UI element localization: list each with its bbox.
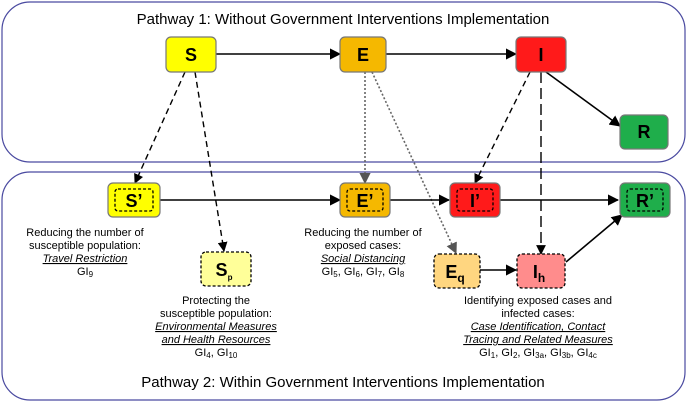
svg-text:Eq: Eq [445, 262, 464, 285]
pathway2-title: Pathway 2: Within Government Interventio… [141, 374, 545, 391]
svg-text:E’: E’ [356, 191, 373, 211]
svg-text:S’: S’ [125, 191, 142, 211]
svg-text:Identifying exposed cases and: Identifying exposed cases and [464, 295, 612, 307]
arrow-ih-rprime [565, 214, 623, 263]
svg-text:susceptible population:: susceptible population: [29, 240, 141, 252]
svg-text:susceptible population:: susceptible population: [160, 308, 272, 320]
caption-case-identification: Identifying exposed cases and infected c… [463, 295, 613, 360]
caption-social-distancing: Reducing the number of exposed cases: So… [304, 227, 422, 279]
pathway2-frame [1, 171, 686, 401]
caption-travel-restriction: Reducing the number of susceptible popul… [26, 227, 144, 279]
svg-text:Reducing the number of: Reducing the number of [26, 227, 144, 239]
svg-text:I’: I’ [470, 191, 480, 211]
svg-text:GI9: GI9 [77, 266, 94, 279]
node-s-prime: S’ [107, 182, 161, 218]
svg-text:Reducing the number of: Reducing the number of [304, 227, 422, 239]
node-r: R [619, 114, 669, 150]
arrow-i-r [545, 71, 621, 127]
svg-text:Social Distancing: Social Distancing [321, 253, 406, 265]
svg-text:and Health Resources: and Health Resources [162, 334, 271, 346]
svg-text:GI4, GI10: GI4, GI10 [195, 347, 238, 360]
node-e: E [339, 36, 387, 73]
svg-text:infected cases:: infected cases: [501, 308, 574, 320]
svg-text:I: I [538, 45, 543, 65]
node-i: I [515, 36, 567, 73]
node-sp: Sp [200, 251, 252, 287]
node-ih: Ih [516, 253, 566, 289]
svg-text:exposed cases:: exposed cases: [325, 240, 401, 252]
node-eq: Eq [433, 253, 481, 289]
svg-text:Protecting the: Protecting the [182, 295, 250, 307]
svg-text:Case Identification, Contact: Case Identification, Contact [471, 321, 606, 333]
svg-text:Tracing and Related Measures: Tracing and Related Measures [463, 334, 613, 346]
node-s: S [165, 36, 217, 73]
svg-text:Travel Restriction: Travel Restriction [43, 253, 128, 265]
arrow-s-sp [194, 71, 228, 252]
node-r-prime: R’ [619, 182, 671, 218]
pathway1-frame [1, 1, 686, 163]
svg-text:S: S [185, 45, 197, 65]
svg-text:Ih: Ih [533, 262, 545, 285]
node-i-prime: I’ [449, 182, 501, 218]
arrow-e-eq [371, 71, 457, 255]
arrow-i-iprime [474, 71, 531, 184]
pathway1-title: Pathway 1: Without Government Interventi… [137, 11, 550, 28]
svg-text:GI1, GI2, GI3a, GI3b, GI4c: GI1, GI2, GI3a, GI3b, GI4c [479, 347, 597, 360]
svg-text:GI5, GI6, GI7, GI8: GI5, GI6, GI7, GI8 [322, 266, 405, 279]
node-e-prime: E’ [339, 182, 391, 218]
svg-text:R’: R’ [636, 191, 654, 211]
svg-text:Sp: Sp [216, 260, 233, 282]
svg-text:E: E [357, 45, 369, 65]
caption-environmental-measures: Protecting the susceptible population: E… [155, 295, 277, 360]
arrow-s-sprime [134, 71, 186, 184]
svg-text:R: R [638, 122, 651, 142]
svg-text:Environmental Measures: Environmental Measures [155, 321, 277, 333]
